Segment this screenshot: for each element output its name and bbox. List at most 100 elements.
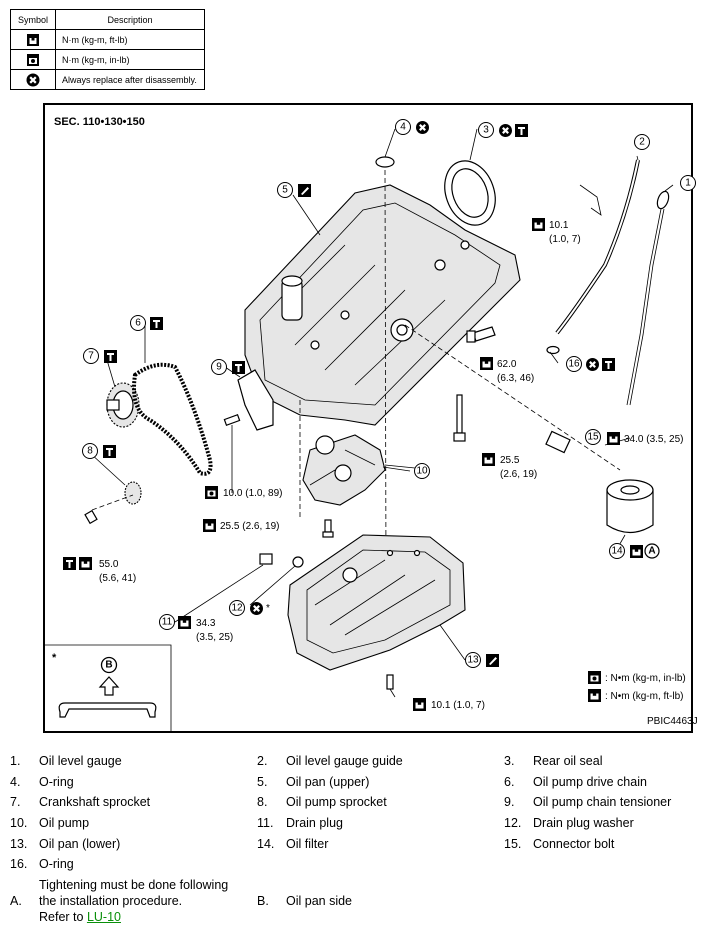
symbol-description: Always replace after disassembly. — [55, 69, 205, 90]
bolt-lower-left — [84, 494, 134, 525]
torque-value: 34.0 (3.5, 25) — [624, 434, 683, 445]
torque-value: 62.0 — [497, 359, 517, 370]
torque-value: 55.0 — [99, 559, 119, 570]
oil-level-gauge — [626, 190, 670, 406]
callout-6: 6 — [135, 318, 141, 329]
callout-a: A — [648, 546, 655, 557]
section-label: SEC. 110•130•150 — [54, 116, 145, 128]
oil-pan-lower — [287, 534, 466, 671]
apply-oil-icon — [150, 317, 163, 330]
always-replace-icon — [26, 73, 40, 86]
torque-wrench-ft-lb-icon — [630, 545, 643, 558]
detail-inset: * B — [45, 644, 172, 731]
callout-10: 10 — [416, 466, 428, 477]
callout-7: 7 — [88, 351, 94, 362]
callout-8: 8 — [87, 446, 93, 457]
torque-value: 25.5 — [500, 455, 520, 466]
torque-value: (6.3, 46) — [497, 373, 534, 384]
torque-value: (1.0, 7) — [549, 234, 581, 245]
torque-wrench-ft-lb-icon — [532, 218, 545, 231]
apply-oil-icon — [602, 358, 615, 371]
up-arrow-icon — [98, 676, 120, 696]
callout-2: 2 — [639, 137, 645, 148]
callout-16: 16 — [568, 359, 580, 370]
legend-in-lb: : N•m (kg-m, in-lb) — [605, 673, 686, 684]
rear-oil-seal — [444, 160, 496, 226]
asterisk-marker: * — [52, 652, 57, 664]
always-replace-icon — [414, 119, 431, 136]
torque-value: 34.3 — [196, 618, 216, 629]
always-replace-icon — [497, 122, 514, 139]
torque-value: (2.6, 19) — [500, 469, 537, 480]
apply-sealant-icon — [515, 124, 528, 137]
figure-id: PBIC4463J — [647, 716, 698, 727]
torque-value: 10.0 (1.0, 89) — [223, 488, 282, 499]
liquid-gasket-icon — [298, 184, 311, 197]
torque-value: (3.5, 25) — [196, 632, 233, 643]
torque-wrench-in-lb-icon — [27, 53, 39, 66]
liquid-gasket-icon — [486, 654, 499, 667]
oil-pump-sprocket — [124, 481, 142, 505]
legend-ft-lb: : N•m (kg-m, ft-lb) — [605, 691, 684, 702]
callout-5: 5 — [282, 185, 288, 196]
symbol-table: Symbol Description N·m (kg-m, ft-lb) N·m… — [10, 9, 205, 90]
torque-wrench-ft-lb-icon — [482, 453, 495, 466]
callout-1: 1 — [685, 178, 691, 189]
reference-link-lu-10[interactable]: LU-10 — [86, 910, 121, 924]
callout-15: 15 — [587, 432, 599, 443]
callout-14: 14 — [611, 546, 623, 557]
torque-wrench-ft-lb-icon — [607, 432, 620, 445]
torque-value: (5.6, 41) — [99, 573, 136, 584]
torque-value: 25.5 (2.6, 19) — [220, 521, 279, 532]
oil-filter — [606, 479, 654, 534]
torque-wrench-ft-lb-icon — [203, 519, 216, 532]
callout-13: 13 — [467, 655, 479, 666]
exploded-view-diagram: SEC. 110•130•150 — [45, 116, 698, 731]
oil-level-gauge-guide — [546, 159, 640, 355]
torque-value: 10.1 — [549, 220, 569, 231]
drain-plug-washer — [249, 556, 304, 606]
connector-bolt — [404, 324, 621, 471]
callout-11: 11 — [162, 617, 173, 628]
symbol-header: Symbol — [10, 9, 56, 30]
apply-oil-icon — [104, 350, 117, 363]
drain-plug — [174, 553, 273, 623]
callouts: 4 3 2 1 5 6 7 9 8 10 16 15 14 A 11 12 * … — [82, 119, 696, 668]
torque-wrench-ft-lb-icon — [413, 698, 426, 711]
torque-wrench-ft-lb-icon — [27, 33, 39, 46]
torque-value: 10.1 (1.0, 7) — [431, 700, 485, 711]
description-header: Description — [55, 9, 205, 30]
callout-12: 12 — [231, 603, 243, 614]
o-ring-top — [375, 156, 395, 168]
oil-pump-drive-chain — [132, 362, 213, 476]
torque-wrench-in-lb-icon — [588, 671, 601, 684]
bolt-vertical — [453, 394, 466, 442]
callout-3: 3 — [483, 125, 489, 136]
torque-wrench-in-lb-icon — [205, 486, 218, 499]
apply-oil-icon — [103, 445, 116, 458]
callout-4: 4 — [400, 122, 406, 133]
diagram-frame: SEC. 110•130•150 — [43, 103, 698, 733]
symbol-description: N·m (kg-m, ft-lb) — [55, 29, 205, 50]
asterisk-marker: * — [266, 603, 270, 614]
torque-wrench-ft-lb-icon — [588, 689, 601, 702]
symbol-description: N·m (kg-m, in-lb) — [55, 49, 205, 70]
oil-pump-chain-tensioner — [223, 369, 274, 431]
torque-wrench-ft-lb-icon — [480, 357, 493, 370]
callout-9: 9 — [216, 362, 222, 373]
torque-specs: 10.1 (1.0, 7) 62.0 (6.3, 46) 25.5 (2.6, … — [63, 218, 683, 711]
torque-wrench-ft-lb-icon — [79, 557, 92, 570]
leader-lines — [89, 128, 674, 661]
apply-oil-icon — [232, 361, 245, 374]
always-replace-icon — [248, 600, 265, 617]
crankshaft-sprocket — [106, 382, 140, 428]
oil-pan-upper — [244, 184, 521, 426]
diagram-legend: : N•m (kg-m, in-lb) : N•m (kg-m, ft-lb) — [588, 671, 686, 702]
bolt-upper-pan — [466, 326, 496, 343]
bolt-pump — [322, 519, 334, 538]
torque-wrench-ft-lb-icon — [178, 616, 191, 629]
oil-pump — [299, 400, 416, 520]
always-replace-icon — [584, 356, 601, 373]
callout-b: B — [105, 660, 112, 671]
apply-oil-icon — [63, 557, 76, 570]
